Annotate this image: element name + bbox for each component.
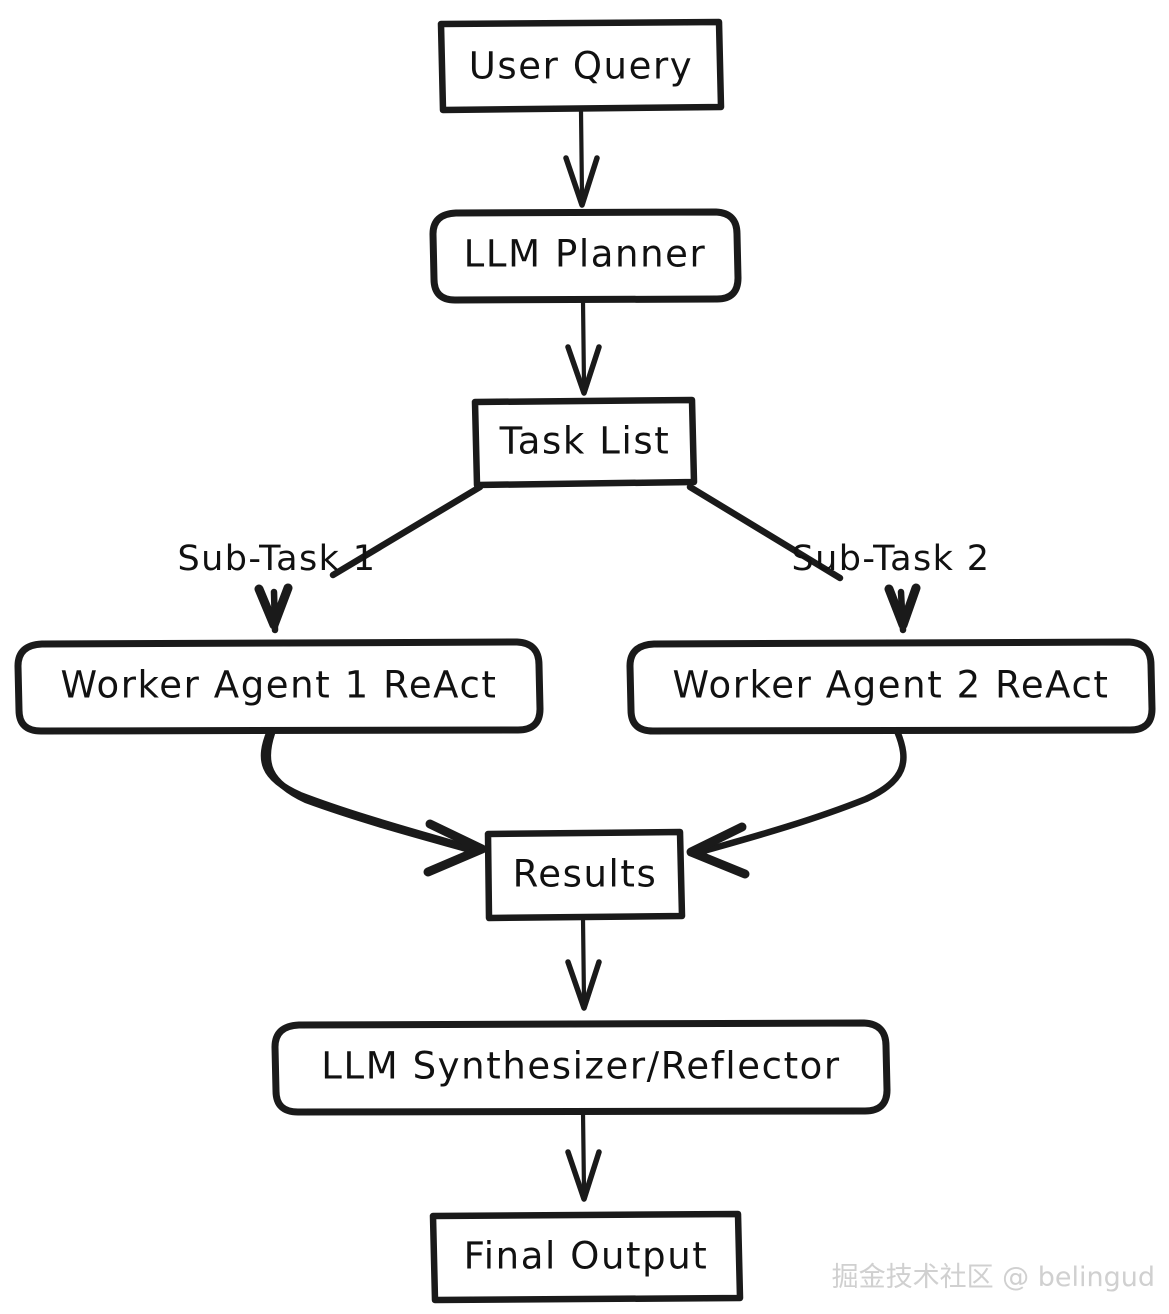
- node-results-label: Results: [513, 853, 658, 896]
- node-worker-agent-1-label: Worker Agent 1 ReAct: [60, 664, 497, 707]
- edge-results-to-synthesizer: [565, 916, 602, 1011]
- node-user-query-label: User Query: [469, 45, 694, 88]
- edge-task-list-to-worker-1: [254, 483, 484, 634]
- node-task-list-label: Task List: [499, 420, 671, 463]
- node-results[interactable]: Results: [484, 828, 686, 922]
- edge-user-query-to-llm-planner: [563, 108, 600, 208]
- node-final-output-label: Final Output: [464, 1235, 709, 1278]
- node-llm-planner-label: LLM Planner: [464, 233, 707, 276]
- node-worker-agent-2-label: Worker Agent 2 ReAct: [672, 664, 1109, 707]
- edge-worker-2-to-results: [686, 727, 907, 879]
- node-user-query[interactable]: User Query: [437, 18, 725, 114]
- node-llm-synthesizer-reflector-label: LLM Synthesizer/Reflector: [321, 1045, 840, 1088]
- node-task-list[interactable]: Task List: [471, 396, 698, 489]
- edge-label-sub-task-2: Sub-Task 2: [792, 539, 991, 579]
- edge-label-sub-task-1: Sub-Task 1: [178, 539, 377, 579]
- node-llm-synthesizer-reflector[interactable]: LLM Synthesizer/Reflector: [271, 1019, 891, 1116]
- node-worker-agent-2[interactable]: Worker Agent 2 ReAct: [626, 638, 1156, 735]
- edge-worker-1-to-results: [260, 727, 487, 877]
- edge-synthesizer-to-final-output: [565, 1109, 602, 1202]
- node-worker-agent-1[interactable]: Worker Agent 1 ReAct: [14, 638, 544, 735]
- edge-llm-planner-to-task-list: [565, 298, 602, 396]
- node-llm-planner[interactable]: LLM Planner: [429, 208, 742, 304]
- watermark: 掘金技术社区 @ belingud: [831, 1262, 1155, 1293]
- node-final-output[interactable]: Final Output: [429, 1210, 744, 1304]
- edge-task-list-to-worker-2: [686, 483, 921, 634]
